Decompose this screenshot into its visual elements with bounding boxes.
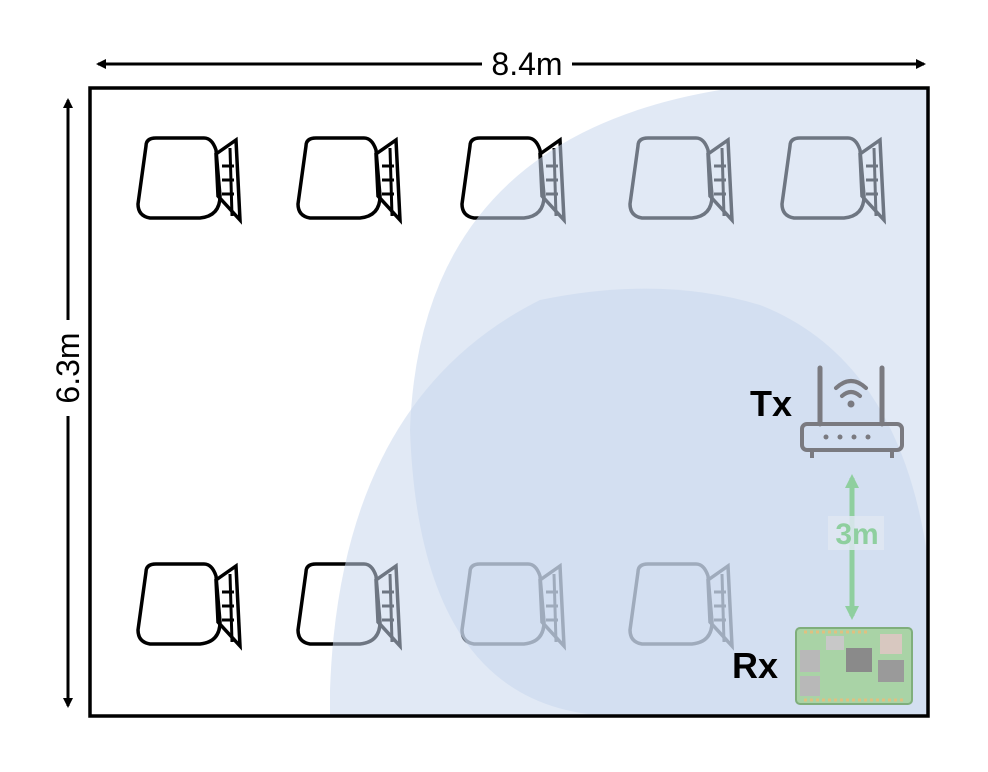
width-dimension: 8.4m — [96, 46, 926, 82]
wifi-router-icon — [800, 365, 904, 458]
width-label: 8.4m — [491, 46, 562, 82]
signal-coverage-area — [330, 88, 928, 716]
height-label: 6.3m — [50, 332, 86, 403]
chair-icon — [136, 136, 242, 222]
chair-icon — [296, 136, 402, 222]
tx-label: Tx — [750, 383, 792, 424]
chair-icon — [136, 562, 242, 648]
rx-label: Rx — [732, 645, 778, 686]
room-outline — [88, 86, 930, 718]
distance-label: 3m — [835, 518, 878, 551]
raspberry-pi-board-icon — [795, 627, 913, 705]
distance-arrow: 3m — [828, 474, 884, 620]
height-dimension: 6.3m — [50, 98, 86, 708]
